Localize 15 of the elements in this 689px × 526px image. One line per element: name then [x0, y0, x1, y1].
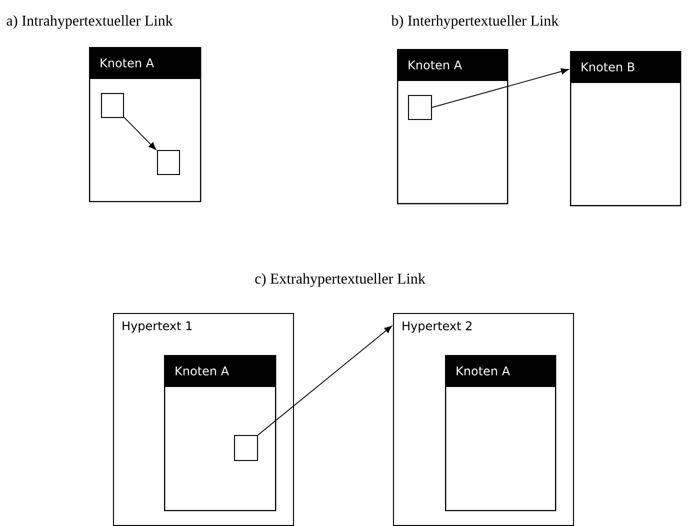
window-box: Knoten B	[570, 50, 682, 206]
window-box: Knoten A	[445, 354, 556, 512]
anchor-square	[157, 150, 180, 175]
anchor-square	[234, 434, 258, 461]
window-box: Knoten A	[89, 46, 202, 202]
anchor-square	[408, 95, 432, 120]
window-box: Knoten A	[164, 354, 276, 512]
arrow	[124, 116, 156, 150]
anchor-square	[101, 93, 124, 118]
section-heading: a) Intrahypertextueller Link	[6, 15, 173, 29]
section-heading: c) Extrahypertextueller Link	[255, 273, 426, 287]
section-heading: b) Interhypertextueller Link	[391, 15, 559, 29]
window-box: Knoten A	[397, 48, 508, 204]
arrow	[258, 326, 392, 436]
arrow	[432, 68, 569, 108]
